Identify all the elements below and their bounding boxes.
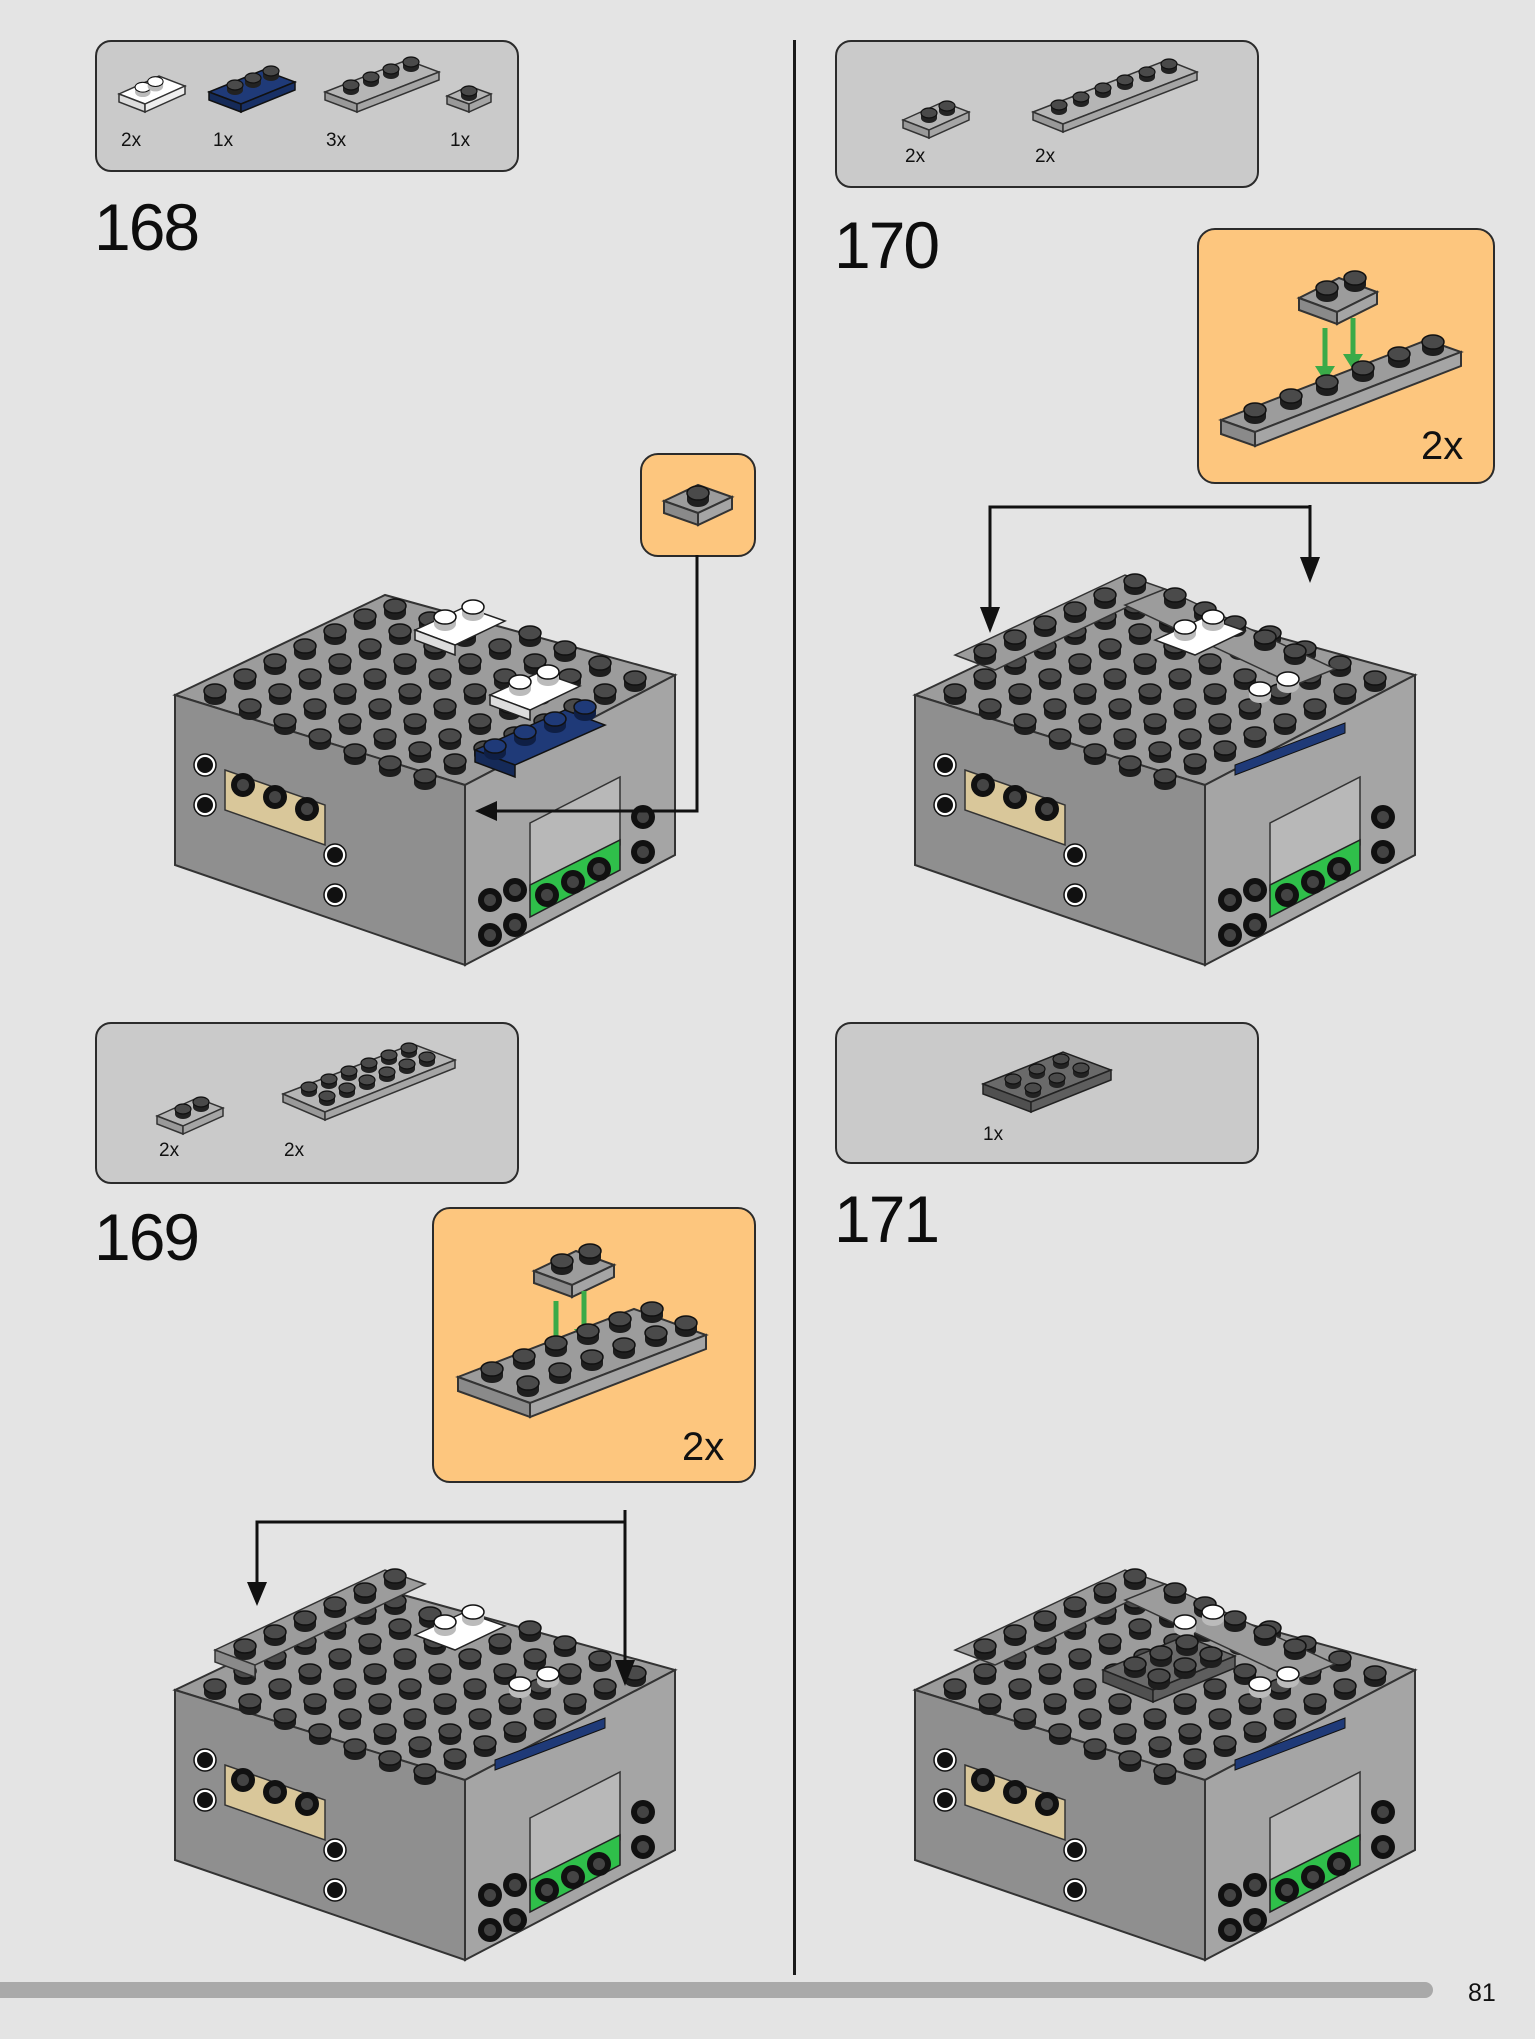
page-number: 81 <box>1468 1979 1496 2007</box>
model-step-168 <box>175 555 699 975</box>
column-divider <box>793 40 796 1975</box>
part-qty: 2x <box>1035 146 1056 167</box>
part-grey-plate-1x1 <box>661 483 735 527</box>
part-qty: 2x <box>284 1140 305 1161</box>
model-step-170 <box>915 505 1435 975</box>
step-number: 170 <box>834 208 940 282</box>
part-qty: 1x <box>213 130 234 151</box>
callout-168 <box>640 453 756 557</box>
parts-panel-171: 1x <box>835 1022 1259 1164</box>
part-grey-plate-2x6 <box>281 1042 458 1122</box>
part-qty: 2x <box>121 130 142 151</box>
part-blue-plate-1x3 <box>206 65 298 114</box>
part-white-plate-1x2 <box>117 75 187 114</box>
callout-169: 2x <box>432 1207 756 1483</box>
parts-panel-168: 2x 1x 3x 1x <box>95 40 519 172</box>
part-qty: 2x <box>159 1140 180 1161</box>
part-qty: 3x <box>326 130 347 151</box>
footer-progress-bar <box>0 1982 1433 1998</box>
step-number: 171 <box>834 1182 940 1256</box>
parts-panel-170: 2x 2x <box>835 40 1259 188</box>
part-dark-grey-plate-2x3 <box>980 1051 1114 1114</box>
part-grey-plate-1x2 <box>901 100 971 140</box>
part-grey-plate-1x4 <box>322 56 442 114</box>
parts-panel-169: 2x 2x <box>95 1022 519 1184</box>
callout-multiplier: 2x <box>682 1425 725 1469</box>
step-number: 169 <box>94 1200 200 1274</box>
part-qty: 2x <box>905 146 926 167</box>
callout-multiplier: 2x <box>1421 424 1464 468</box>
model-step-169 <box>175 1510 695 1970</box>
part-grey-plate-1x6 <box>1030 58 1200 134</box>
step-number: 168 <box>94 190 200 264</box>
callout-sub-assembly <box>1218 270 1464 448</box>
part-qty: 1x <box>450 130 471 151</box>
model-step-171 <box>915 1568 1435 1970</box>
callout-sub-assembly <box>455 1243 709 1419</box>
part-grey-plate-1x2 <box>155 1096 225 1136</box>
callout-170: 2x <box>1197 228 1495 484</box>
part-grey-plate-1x1 <box>445 85 493 114</box>
part-qty: 1x <box>983 1124 1004 1145</box>
